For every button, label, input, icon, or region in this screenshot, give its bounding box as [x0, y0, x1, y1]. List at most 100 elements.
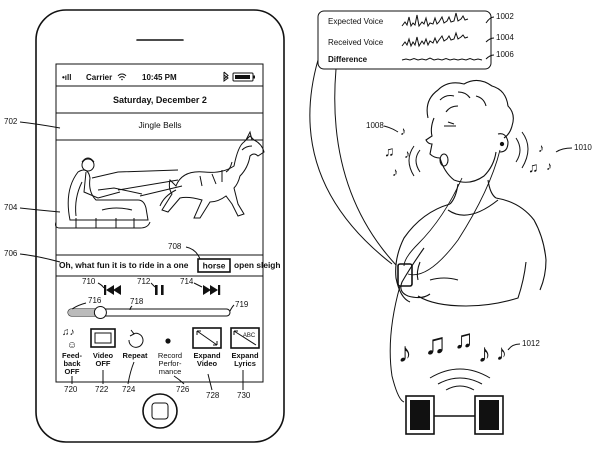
- svg-text:706: 706: [4, 249, 18, 258]
- svg-text:♫: ♫: [454, 324, 474, 354]
- svg-text:Feed-: Feed-: [62, 351, 83, 360]
- svg-text:♪: ♪: [392, 165, 398, 179]
- status-time: 10:45 PM: [142, 73, 177, 82]
- lyrics-highlight-word: horse: [203, 261, 226, 271]
- svg-text:Repeat: Repeat: [122, 351, 148, 360]
- svg-text:719: 719: [235, 300, 249, 309]
- expected-voice-waveform: [401, 12, 469, 28]
- svg-text:1002: 1002: [496, 12, 514, 21]
- svg-text:1008: 1008: [366, 121, 384, 130]
- video-icon: [90, 328, 116, 348]
- svg-text:1006: 1006: [496, 50, 514, 59]
- speaker-sound-arcs: [429, 368, 491, 391]
- record-performance-button[interactable]: Record Perfor- mance: [158, 338, 182, 376]
- svg-text:1004: 1004: [496, 33, 514, 42]
- expand-arrow-icon: [192, 327, 222, 349]
- sleigh-illustration: [55, 130, 265, 229]
- music-note-icon: ♫♪: [62, 327, 75, 338]
- feedback-button[interactable]: ♫♪ ☺ Feed- back OFF: [62, 327, 83, 376]
- svg-text:714: 714: [180, 277, 194, 286]
- right-speaker: [474, 395, 504, 435]
- svg-text:mance: mance: [159, 367, 182, 376]
- svg-text:710: 710: [82, 277, 96, 286]
- svg-text:♪: ♪: [538, 141, 544, 155]
- wifi-icon: [117, 73, 127, 81]
- svg-text:1012: 1012: [522, 339, 540, 348]
- speaker-music-notes: ♪ ♫ ♫ ♪ ♪: [398, 324, 507, 368]
- svg-text:Video: Video: [93, 351, 114, 360]
- expected-voice-label: Expected Voice: [328, 17, 384, 26]
- expand-lyrics-icon: [230, 327, 260, 349]
- svg-text:718: 718: [130, 297, 144, 306]
- date-header: Saturday, December 2: [113, 95, 207, 105]
- song-title: Jingle Bells: [139, 120, 182, 130]
- received-voice-label: Received Voice: [328, 38, 384, 47]
- handheld-device: [397, 263, 413, 287]
- expand-lyrics-button[interactable]: ABC Expand Lyrics: [230, 327, 260, 368]
- svg-text:Record: Record: [158, 351, 182, 360]
- status-bar: •ıll Carrier 10:45 PM: [62, 71, 255, 82]
- received-voice-waveform: [401, 31, 469, 48]
- svg-text:♫: ♫: [384, 143, 395, 159]
- svg-text:1010: 1010: [574, 143, 592, 152]
- voice-sound-waves: [408, 131, 529, 177]
- progress-fill: [68, 309, 101, 316]
- svg-text:Video: Video: [197, 359, 218, 368]
- progress-slider[interactable]: [67, 306, 231, 319]
- repeat-icon: [128, 332, 144, 348]
- lyrics-highlight-box: [197, 258, 231, 273]
- left-speaker: [405, 395, 435, 435]
- pause-icon[interactable]: [155, 285, 164, 295]
- svg-text:730: 730: [237, 391, 251, 400]
- svg-text:ABC: ABC: [243, 333, 256, 339]
- svg-text:♫: ♫: [528, 159, 539, 175]
- svg-text:Perfor-: Perfor-: [159, 359, 182, 368]
- svg-text:♪: ♪: [400, 124, 406, 138]
- svg-text:♪: ♪: [404, 147, 410, 161]
- phone-body: [35, 9, 285, 443]
- singer-figure: [395, 79, 547, 307]
- phone-screen: [55, 63, 264, 383]
- lyrics-before: Oh, what fun it is to ride in a one: [59, 260, 189, 270]
- lyrics-after: open sleigh: [234, 260, 281, 270]
- svg-text:708: 708: [168, 242, 182, 251]
- lyrics-line: Oh, what fun it is to ride in a one hors…: [59, 258, 281, 273]
- difference-waveform: [401, 57, 483, 61]
- svg-text:722: 722: [95, 385, 109, 394]
- music-notes-left: ♪ ♫ ♪ ♪: [384, 124, 410, 179]
- svg-text:♪: ♪: [496, 340, 507, 365]
- video-off-button[interactable]: Video OFF: [90, 328, 116, 368]
- svg-text:704: 704: [4, 203, 18, 212]
- difference-label: Difference: [328, 55, 368, 64]
- home-button[interactable]: [142, 393, 178, 429]
- svg-text:Expand: Expand: [193, 351, 221, 360]
- smiley-icon: ☺: [67, 340, 77, 351]
- svg-text:Lyrics: Lyrics: [234, 359, 256, 368]
- voice-panel-box: [317, 10, 492, 70]
- svg-text:♪: ♪: [478, 338, 491, 368]
- progress-knob[interactable]: [93, 306, 107, 319]
- skip-previous-icon[interactable]: [104, 285, 121, 295]
- phone-reference-numerals: 702 704 706 708 710 712 714 716 718 719 …: [4, 117, 251, 400]
- svg-text:back: back: [63, 359, 81, 368]
- music-notes-right: ♪ ♫ ♪: [528, 141, 552, 175]
- voice-comparison-panel: Expected Voice Received Voice Difference…: [317, 10, 514, 70]
- svg-text:♫: ♫: [424, 328, 447, 361]
- svg-text:702: 702: [4, 117, 18, 126]
- battery-icon: [232, 72, 255, 82]
- svg-text:OFF: OFF: [96, 359, 111, 368]
- svg-text:712: 712: [137, 277, 151, 286]
- carrier-label: Carrier: [86, 73, 112, 82]
- svg-text:728: 728: [206, 391, 220, 400]
- svg-text:OFF: OFF: [65, 367, 80, 376]
- svg-text:726: 726: [176, 385, 190, 394]
- repeat-button[interactable]: Repeat: [122, 329, 148, 360]
- svg-text:♪: ♪: [398, 337, 412, 368]
- home-button-square-icon: [151, 402, 169, 420]
- svg-text:716: 716: [88, 296, 102, 305]
- svg-text:724: 724: [122, 385, 136, 394]
- expand-video-button[interactable]: Expand Video: [192, 327, 222, 368]
- skip-next-icon[interactable]: [203, 285, 221, 295]
- svg-text:720: 720: [64, 385, 78, 394]
